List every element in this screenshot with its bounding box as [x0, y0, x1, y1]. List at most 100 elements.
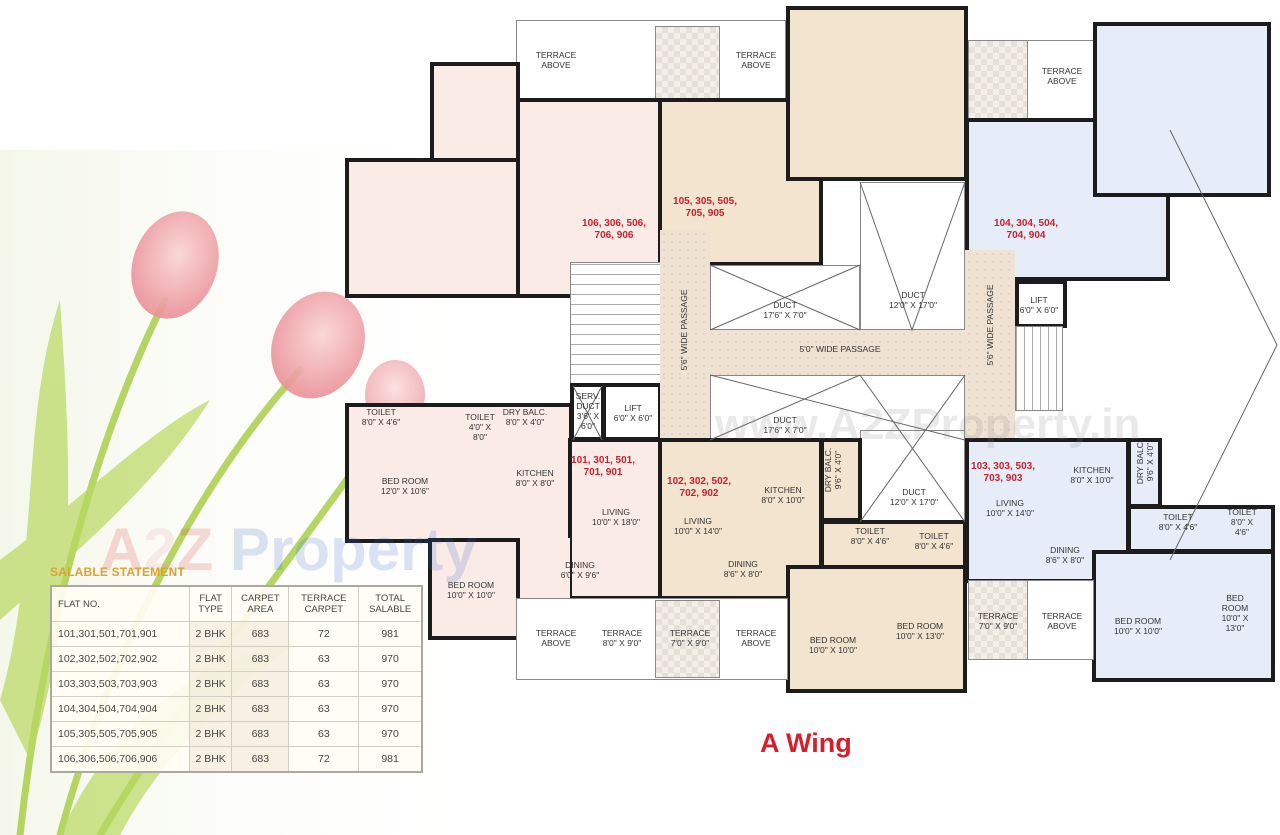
flat-number-label: 102, 302, 502, 702, 902 [667, 476, 731, 499]
terrace-top-checker [655, 26, 720, 101]
room-label: BED ROOM 12'0" X 10'6" [380, 476, 430, 496]
room-label: DINING 8'6" X 8'0" [723, 559, 763, 579]
flat-number-label: 101, 301, 501, 701, 901 [571, 455, 635, 478]
room-label: TERRACE ABOVE [1041, 611, 1083, 631]
flat-101-bedroom [428, 538, 520, 640]
staircase-left [570, 262, 662, 386]
cell-flat-no: 104,304,504,704,904 [50, 696, 190, 722]
room-label: TOILET 8'0" X 4'6" [1227, 507, 1257, 537]
salable-statement-title: SALABLE STATEMENT [50, 565, 185, 579]
col-total-salable: TOTAL SALABLE [358, 585, 423, 622]
room-label: KITCHEN 8'0" X 10'0" [1070, 465, 1114, 485]
room-label: DINING 6'0" X 9'6" [560, 560, 600, 580]
col-carpet-area: CARPET AREA [231, 585, 290, 622]
flat-106-bedroom [430, 62, 520, 162]
terrace-bottom-checker [655, 600, 720, 678]
room-label: TERRACE 8'0" X 9'0" [601, 628, 643, 648]
room-label: TERRACE ABOVE [1041, 66, 1083, 86]
room-label: TERRACE ABOVE [535, 50, 577, 70]
col-flat-type: FLAT TYPE [188, 585, 233, 622]
room-label: TOILET 8'0" X 4'6" [850, 526, 890, 546]
col-flat-no: FLAT NO. [50, 585, 190, 622]
terrace-top-right-checker [968, 40, 1028, 120]
room-label: LIVING 10'0" X 14'0" [673, 516, 723, 536]
room-label: LIFT 6'0" X 6'0" [1019, 295, 1059, 315]
room-label: DINING 8'6" X 8'0" [1045, 545, 1085, 565]
cell-flat-type: 2 BHK [188, 621, 233, 647]
cell-total-salable: 970 [358, 696, 423, 722]
flat-103-dry-balcony [1127, 438, 1162, 508]
room-label: KITCHEN 8'0" X 10'0" [761, 485, 805, 505]
cell-terrace-carpet: 72 [288, 621, 360, 647]
room-label: TERRACE 7'0" X 9'0" [977, 611, 1019, 631]
cell-flat-no: 103,303,503,703,903 [50, 671, 190, 697]
cell-flat-no: 105,305,505,705,905 [50, 721, 190, 747]
terrace-bottom-right-checker [968, 580, 1028, 660]
flat-105-bedrooms [786, 6, 968, 181]
cell-carpet-area: 683 [231, 646, 290, 672]
room-label: DUCT 17'6" X 7'0" [763, 415, 807, 435]
cell-terrace-carpet: 72 [288, 746, 360, 773]
staircase-right [1015, 326, 1063, 411]
room-label: BED ROOM 10'0" X 13'0" [1221, 593, 1249, 633]
room-label: 5'6" WIDE PASSAGE [985, 284, 995, 366]
cell-flat-type: 2 BHK [188, 646, 233, 672]
duct-lower-right [860, 430, 965, 522]
room-label: DUCT 17'6" X 7'0" [763, 300, 807, 320]
cell-terrace-carpet: 63 [288, 646, 360, 672]
terrace-bottom [516, 598, 788, 680]
flat-104-bedrooms [1093, 22, 1271, 197]
wing-title: A Wing [760, 728, 852, 758]
room-label: TOILET 8'0" X 4'6" [361, 407, 401, 427]
room-label: TERRACE 7'0" X 9'0" [669, 628, 711, 648]
room-label: BED ROOM 10'0" X 10'0" [808, 635, 858, 655]
room-label: LIVING 10'0" X 14'0" [985, 498, 1035, 518]
room-label: LIVING 10'0" X 18'0" [591, 507, 641, 527]
cell-total-salable: 970 [358, 721, 423, 747]
room-label: KITCHEN 8'0" X 8'0" [515, 468, 555, 488]
cell-total-salable: 970 [358, 646, 423, 672]
room-label: TOILET 8'0" X 4'6" [914, 531, 954, 551]
terrace-top [516, 20, 786, 102]
room-label: TOILET 8'0" X 4'6" [1158, 512, 1198, 532]
cell-total-salable: 981 [358, 746, 423, 773]
cell-flat-type: 2 BHK [188, 696, 233, 722]
room-label: DUCT 12'0" X 17'0" [889, 487, 939, 507]
cell-carpet-area: 683 [231, 621, 290, 647]
cell-flat-type: 2 BHK [188, 746, 233, 773]
cell-terrace-carpet: 63 [288, 721, 360, 747]
room-label: TOILET 4'0" X 8'0" [465, 412, 495, 442]
cell-total-salable: 970 [358, 671, 423, 697]
cell-flat-type: 2 BHK [188, 671, 233, 697]
cell-carpet-area: 683 [231, 671, 290, 697]
room-label: 5'6" WIDE PASSAGE [679, 289, 689, 371]
flat-number-label: 106, 306, 506, 706, 906 [582, 218, 646, 241]
flat-102-bedrooms [786, 565, 967, 693]
room-label: TERRACE ABOVE [535, 628, 577, 648]
room-label: TERRACE ABOVE [735, 628, 777, 648]
flat-number-label: 105, 305, 505, 705, 905 [673, 196, 737, 219]
flat-101-dining [520, 538, 570, 600]
cell-carpet-area: 683 [231, 721, 290, 747]
room-label: BED ROOM 10'0" X 10'0" [1113, 616, 1163, 636]
cell-carpet-area: 683 [231, 696, 290, 722]
table-header-row: FLAT NO. FLAT TYPE CARPET AREA TERRACE C… [50, 585, 423, 622]
salable-statement-table: FLAT NO. FLAT TYPE CARPET AREA TERRACE C… [50, 585, 423, 773]
col-terrace-carpet: TERRACE CARPET [288, 585, 360, 622]
room-label: TERRACE ABOVE [735, 50, 777, 70]
cell-flat-type: 2 BHK [188, 721, 233, 747]
room-label: DRY BALC. 9'6" X 4'0" [823, 447, 843, 493]
flat-number-label: 104, 304, 504, 704, 904 [994, 218, 1058, 241]
cell-total-salable: 981 [358, 621, 423, 647]
cell-carpet-area: 683 [231, 746, 290, 773]
flat-number-label: 103, 303, 503, 703, 903 [971, 461, 1035, 484]
cell-flat-no: 106,306,506,706,906 [50, 746, 190, 773]
room-label: DRY BALC. 8'0" X 4'0" [502, 407, 548, 427]
room-label: BED ROOM 10'0" X 13'0" [895, 621, 945, 641]
passage-center [660, 330, 1015, 375]
